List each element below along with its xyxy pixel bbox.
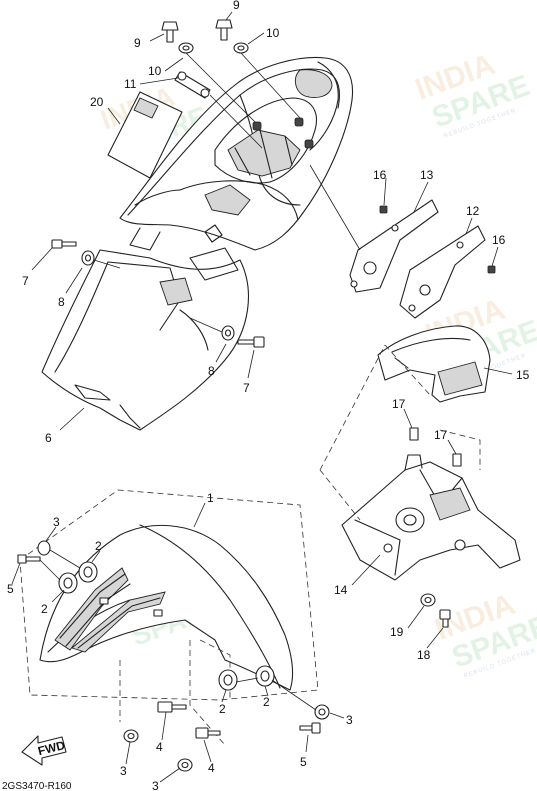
washer-10-right — [233, 42, 249, 54]
callout-15: 15 — [516, 368, 530, 382]
callout-6: 6 — [45, 431, 52, 445]
damper-2-left-upper — [78, 561, 98, 583]
watermark-top: INDIA SPARE REBUILD TOGETHER — [411, 48, 534, 140]
callout-2-left-upper: 2 — [95, 539, 102, 553]
forward-direction-arrow: FWD — [21, 735, 67, 766]
bolt-4-right — [195, 727, 221, 739]
callout-8-left: 8 — [58, 295, 65, 309]
callout-11: 11 — [124, 77, 137, 91]
bolt-5-right — [299, 722, 321, 734]
collar-3-bottom — [177, 758, 193, 772]
damper-2-left-lower — [58, 572, 78, 594]
washer-8-left — [81, 250, 95, 266]
callout-9-right: 9 — [233, 0, 240, 12]
callout-13: 13 — [420, 168, 434, 182]
callout-4-right: 4 — [208, 761, 215, 775]
callout-14: 14 — [334, 583, 348, 597]
callout-3-right: 3 — [346, 713, 353, 727]
callout-5-right: 5 — [300, 755, 307, 769]
fwd-label: FWD — [36, 738, 66, 758]
callout-4-left: 4 — [156, 740, 163, 754]
callout-numbers: 9 9 10 10 11 20 7 8 6 8 7 16 13 12 16 15… — [7, 0, 530, 791]
cover-15 — [377, 325, 491, 403]
callout-10-right: 10 — [266, 26, 280, 40]
grommet-19 — [420, 593, 436, 607]
callout-16-right: 16 — [492, 233, 506, 247]
callout-3-bottom: 3 — [152, 779, 159, 791]
washer-10-left — [178, 42, 194, 54]
collar-3-lower-left — [123, 729, 139, 743]
damper-2-right-upper — [255, 665, 275, 687]
bolt-7-left — [51, 239, 77, 249]
clip-17-right — [452, 453, 462, 467]
callout-2-left-lower: 2 — [41, 602, 48, 616]
callout-5-left: 5 — [7, 582, 14, 596]
rear-fender-upper — [107, 19, 354, 251]
callout-20: 20 — [90, 95, 104, 109]
bolt-9-right — [215, 19, 233, 41]
bracket-14 — [341, 454, 521, 581]
bolt-5-left — [17, 554, 41, 564]
callout-1: 1 — [207, 491, 214, 505]
callout-3-lower-left: 3 — [120, 764, 127, 778]
front-fender — [39, 524, 294, 691]
callout-17-left: 17 — [392, 397, 406, 411]
bolt-18 — [439, 609, 451, 628]
screw-16-left — [379, 205, 388, 214]
front-fender-group-outline — [19, 489, 319, 701]
bolt-7-right — [237, 336, 265, 348]
watermark-lower-right: INDIA SPARE REBUILD TOGETHER — [431, 588, 537, 680]
callout-7-left: 7 — [22, 274, 29, 288]
damper-2-right-lower — [218, 669, 238, 691]
clip-17-left — [409, 427, 419, 441]
washer-8-right — [221, 325, 235, 341]
callout-18: 18 — [417, 648, 431, 662]
collar-3-left — [37, 540, 51, 556]
callout-leaders — [11, 11, 513, 783]
bracket-13 — [349, 199, 439, 293]
callout-8-right: 8 — [208, 364, 215, 378]
callout-7-right: 7 — [243, 381, 250, 395]
callout-16-left: 16 — [373, 168, 387, 182]
callout-3-left: 3 — [53, 515, 60, 529]
bolt-4-left — [157, 701, 187, 713]
callout-10-left: 10 — [148, 64, 162, 78]
screw-16-right — [487, 265, 496, 274]
bracket-12 — [399, 225, 486, 319]
rear-fender-lower — [41, 247, 249, 431]
callout-17-right: 17 — [434, 428, 448, 442]
collar-3-right — [314, 704, 330, 720]
drawing-code: 2GS3470-R160 — [2, 781, 72, 791]
callout-2-right-lower: 2 — [219, 702, 226, 716]
callout-9-left: 9 — [134, 36, 141, 50]
callout-2-right-upper: 2 — [263, 695, 270, 709]
callout-19: 19 — [390, 625, 404, 639]
bolt-9-left — [161, 21, 179, 43]
callout-12: 12 — [466, 204, 480, 218]
